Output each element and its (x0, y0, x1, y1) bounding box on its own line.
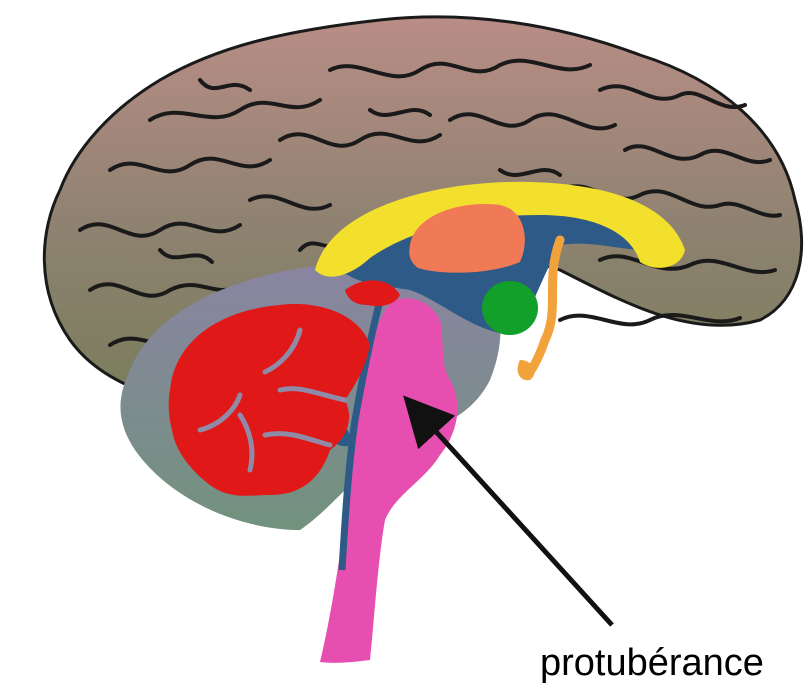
hypothalamus (482, 281, 538, 335)
pons-arrow (430, 425, 612, 625)
pons-label: protubérance (540, 644, 764, 682)
